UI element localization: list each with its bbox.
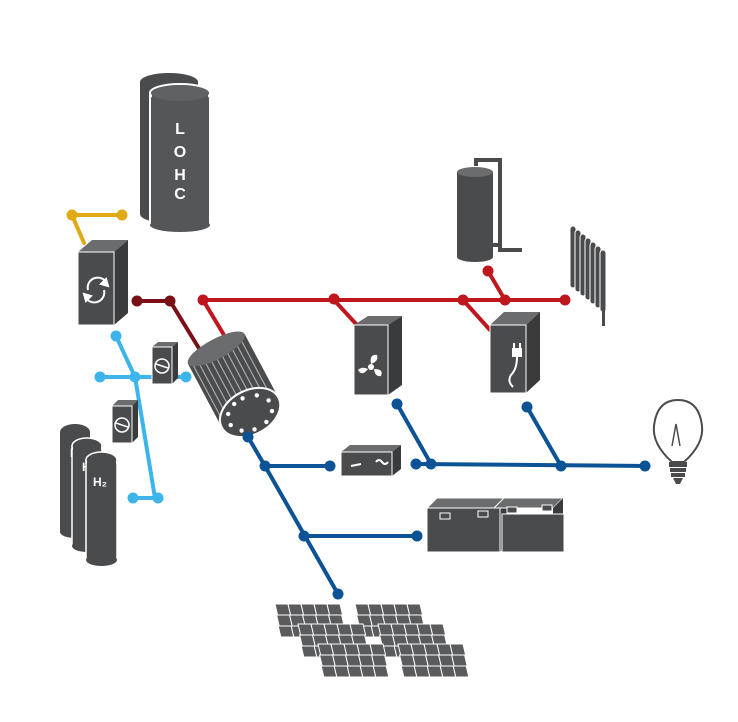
solar-panel-icon (317, 643, 390, 678)
battery-bank (425, 497, 565, 553)
compressor-icon (114, 417, 130, 433)
lohc-label-o: O (174, 144, 186, 161)
lohc-connection (70, 213, 124, 245)
solar-panel-icon (397, 643, 470, 678)
plug-icon (508, 343, 522, 388)
fuel-cell (187, 331, 282, 439)
reactor-unit (77, 240, 128, 326)
connection-nodes (66, 209, 651, 600)
compressor-lower (111, 400, 138, 444)
h2-label-3: H₂ (93, 475, 107, 489)
light-bulb (652, 398, 704, 484)
heat-pump-unit (353, 316, 402, 396)
charger-unit (489, 312, 540, 394)
compressor-icon (154, 358, 170, 374)
fan-icon (358, 354, 382, 377)
gas-cylinder-icon: H₂ (85, 451, 118, 566)
lohc-label-l: L (175, 121, 185, 138)
compressor-upper (151, 342, 178, 385)
lohc-label-c: C (174, 186, 186, 203)
electric-connection (246, 402, 647, 596)
h2-bottles: H H H₂ (60, 424, 118, 566)
radiator (569, 225, 607, 326)
inverter (340, 445, 401, 477)
inverter-icon (350, 459, 389, 467)
reactor-cycle-icon (82, 276, 110, 304)
lohc-label-h: H (174, 167, 186, 184)
hot-water-tank (457, 156, 522, 262)
lohc-tank: L O H C (140, 73, 211, 232)
battery-icon (492, 497, 565, 553)
solar-array (274, 603, 470, 678)
